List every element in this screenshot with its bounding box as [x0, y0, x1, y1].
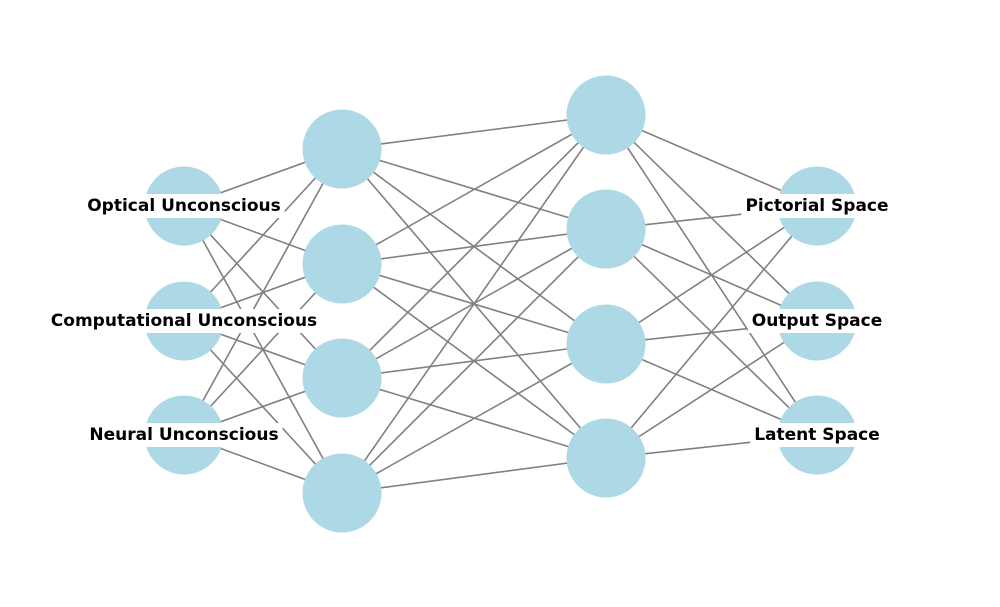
- edge-h1-4-to-h2-1: [341, 114, 607, 494]
- edge-h1-2-to-h2-1: [341, 114, 607, 265]
- node-h2-3: [566, 304, 646, 384]
- node-label-text: Output Space: [752, 311, 883, 331]
- edge-h1-4-to-h2-2: [341, 228, 607, 494]
- edge-h1-4-to-h2-4: [341, 457, 607, 494]
- node-label-computational: Computational Unconscious: [46, 309, 322, 333]
- node-label-neural: Neural Unconscious: [85, 423, 283, 447]
- node-h1-2: [302, 224, 382, 304]
- node-label-background: [747, 309, 887, 333]
- node-label-background: [750, 423, 884, 447]
- node-h2-2: [566, 189, 646, 269]
- node-group: [144, 75, 857, 533]
- node-label-text: Pictorial Space: [745, 196, 888, 216]
- node-label-text: Optical Unconscious: [87, 196, 281, 216]
- edge-h2-4-to-output-space: [605, 320, 818, 459]
- node-h1-3: [302, 338, 382, 418]
- node-label-background: [741, 194, 893, 218]
- node-label-background: [85, 423, 283, 447]
- edge-neural-to-h1-1: [183, 148, 343, 436]
- node-label-output-space: Output Space: [747, 309, 887, 333]
- node-label-text: Neural Unconscious: [89, 425, 278, 445]
- node-h2-1: [566, 75, 646, 155]
- node-h1-4: [302, 453, 382, 533]
- node-h1-1: [302, 109, 382, 189]
- node-label-background: [83, 194, 285, 218]
- node-label-background: [46, 309, 322, 333]
- edge-h2-4-to-pictorial: [605, 205, 818, 459]
- node-label-optical: Optical Unconscious: [83, 194, 285, 218]
- node-h2-4: [566, 418, 646, 498]
- edge-h2-3-to-pictorial: [605, 205, 818, 345]
- node-label-pictorial: Pictorial Space: [741, 194, 893, 218]
- edge-h1-4-to-h2-3: [341, 343, 607, 494]
- edge-h1-3-to-h2-1: [341, 114, 607, 379]
- node-label-text: Latent Space: [754, 425, 880, 445]
- node-label-latent: Latent Space: [750, 423, 884, 447]
- node-label-text: Computational Unconscious: [51, 311, 317, 331]
- edge-h1-1-to-h2-1: [341, 114, 607, 150]
